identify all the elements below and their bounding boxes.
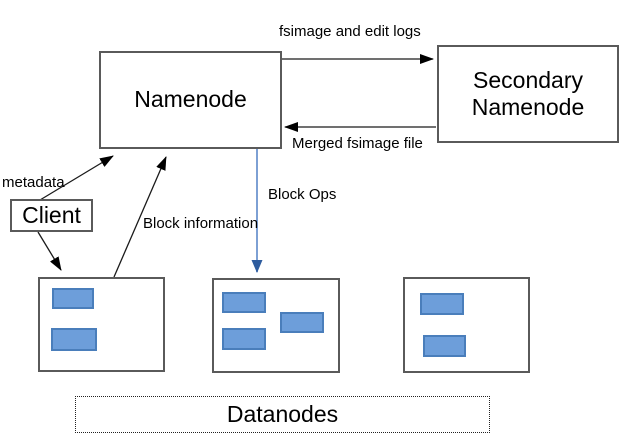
data-block	[423, 335, 466, 357]
client-to-datanode-arrow	[37, 231, 62, 271]
edge-label-metadata: metadata	[2, 174, 65, 191]
data-block	[51, 328, 97, 351]
namenode-box: Namenode	[99, 51, 282, 149]
datanode-1	[38, 277, 165, 372]
metadata-arrow	[39, 155, 114, 201]
edge-label-merged-fsimage-file: Merged fsimage file	[292, 135, 423, 152]
client-box: Client	[10, 199, 93, 232]
datanode-2	[212, 278, 340, 373]
data-block	[420, 293, 464, 315]
client-label: Client	[22, 201, 81, 228]
data-block	[222, 292, 266, 313]
datanodes-label: Datanodes	[226, 401, 339, 427]
edge-label-block-ops: Block Ops	[268, 186, 337, 203]
datanode-3	[403, 277, 530, 373]
edge-label-fsimage-and-edit-logs: fsimage and edit logs	[279, 23, 421, 40]
secondary-namenode-label: Secondary Namenode	[471, 66, 585, 120]
datanodes-group-box: Datanodes	[75, 396, 490, 433]
data-block	[222, 328, 266, 350]
data-block	[52, 288, 94, 309]
secondary-namenode-box: Secondary Namenode	[437, 45, 619, 143]
data-block	[280, 312, 324, 333]
block-information-arrow	[113, 156, 167, 278]
namenode-label: Namenode	[134, 86, 247, 113]
edge-label-block-information: Block information	[143, 215, 259, 232]
